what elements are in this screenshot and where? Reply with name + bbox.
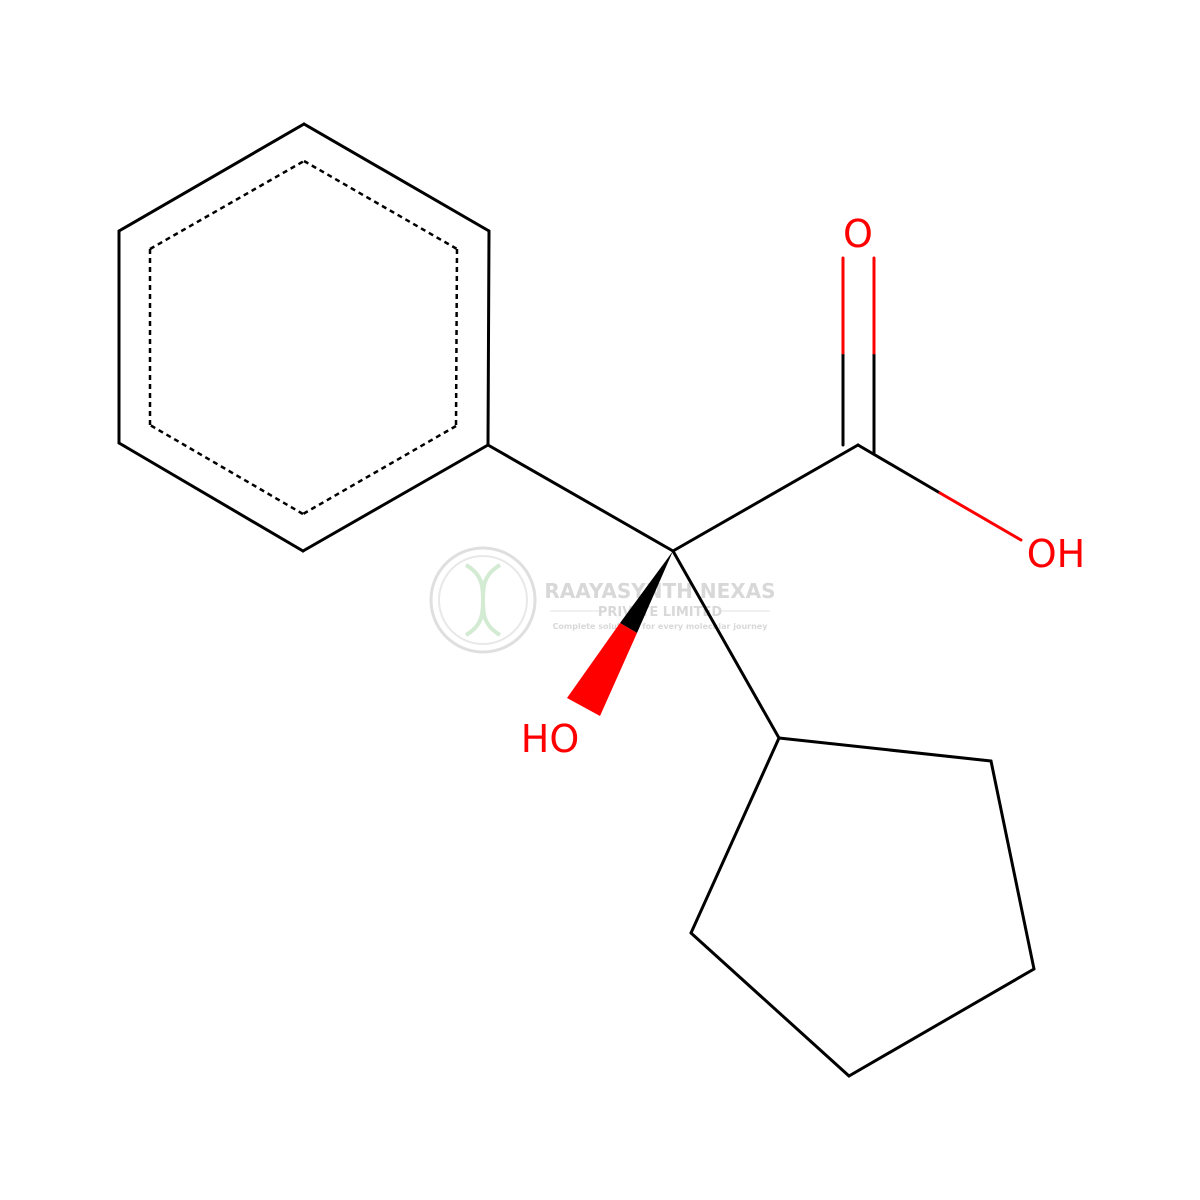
stereo-wedge-bond (567, 551, 673, 716)
bond-cp-5 (689, 736, 781, 935)
bond-ring-6 (117, 122, 306, 233)
aromatic-dash-1 (303, 159, 458, 251)
bond-cp-3 (847, 967, 1036, 1078)
cyclopentyl-ring (689, 736, 1036, 1078)
bond-ring-2 (486, 229, 491, 447)
bond-c-oh-black (856, 443, 942, 495)
bond-center-to-cyclopentyl (671, 549, 781, 740)
bond-center-to-carboxyl (671, 443, 860, 553)
bond-ring-4 (117, 441, 305, 553)
bond-cp-2 (989, 759, 1036, 971)
watermark-tagline: Complete solutions for every molecular j… (553, 622, 769, 631)
phenyl-ring (117, 122, 491, 553)
alcohol-hydroxyl-label: HO (521, 717, 579, 761)
aromatic-dash-3 (302, 424, 457, 516)
bond-ring-1 (302, 122, 491, 233)
watermark-company: RAAYASYNTH NEXAS (544, 579, 775, 603)
wedge-black-part (620, 551, 673, 633)
aromatic-dash-4 (149, 423, 304, 516)
aromatic-dash-6 (149, 159, 305, 251)
aromatic-dash-2 (454, 248, 459, 427)
watermark-logo-inner (438, 555, 528, 645)
bond-c-oh-red (938, 491, 1023, 542)
carboxyl-group: O OH (841, 212, 1085, 576)
bond-cp-4 (689, 931, 851, 1078)
watermark-helix-icon (464, 563, 502, 637)
watermark: RAAYASYNTH NEXAS PRIVATE LIMITED Complet… (429, 546, 776, 654)
watermark-logo-icon (429, 546, 537, 654)
acid-hydroxyl-label: OH (1027, 532, 1085, 576)
bond-cp-1 (777, 736, 993, 763)
bond-ring-3 (301, 443, 490, 553)
wedge-red-part (567, 623, 637, 716)
bond-phenyl-to-center (486, 443, 675, 553)
carbonyl-oxygen-label: O (843, 212, 873, 256)
